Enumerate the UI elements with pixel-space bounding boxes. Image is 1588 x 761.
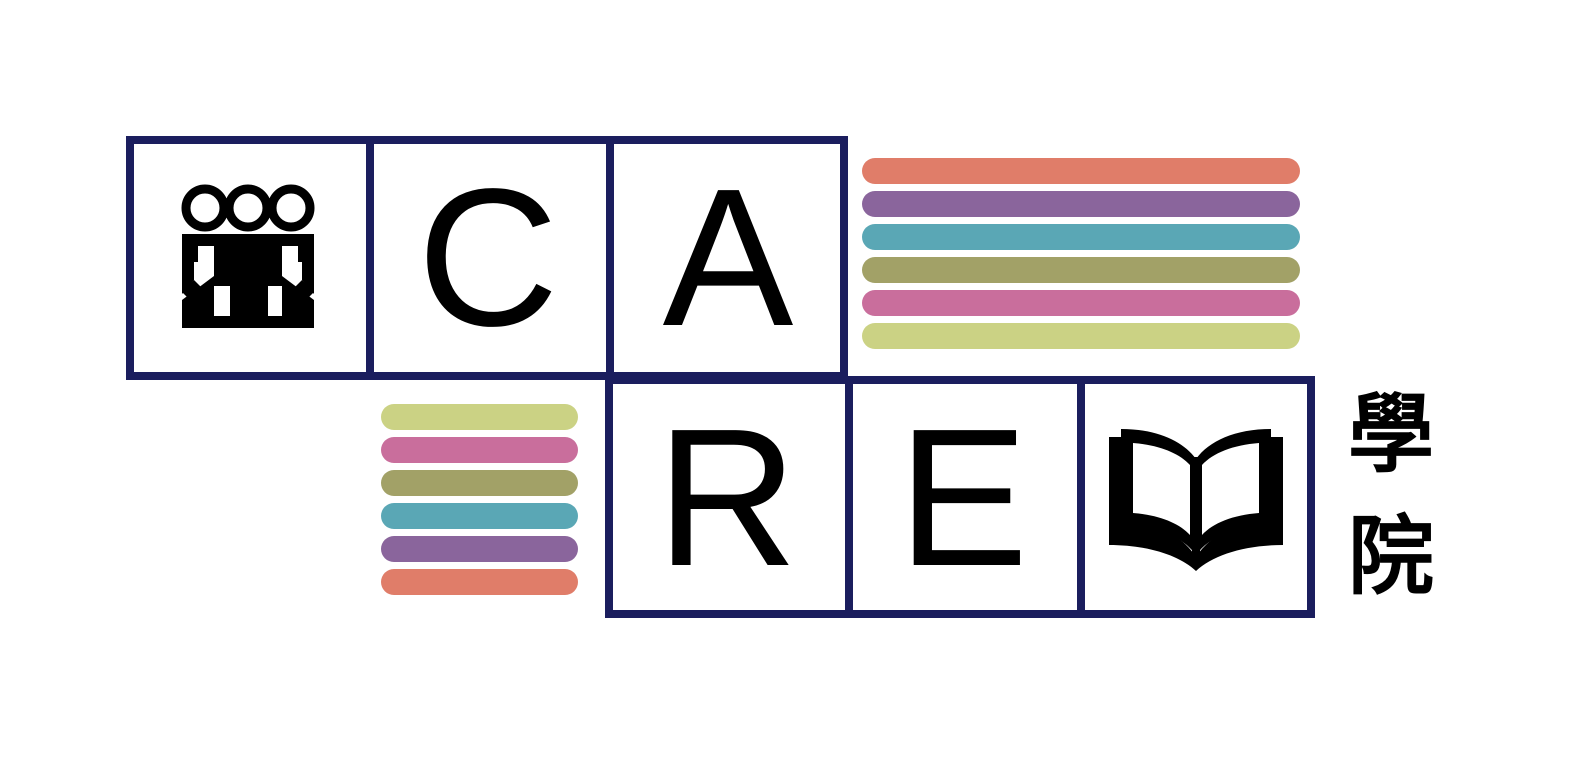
logo-bar-group-top-right [862, 158, 1300, 349]
color-bar [381, 404, 578, 430]
logo-bottom-divider-1 [845, 376, 853, 618]
logo-cell-e: E [847, 378, 1079, 618]
color-bar [862, 158, 1300, 184]
logo-cell-c: C [368, 138, 608, 378]
color-bar [862, 257, 1300, 283]
color-bar [381, 536, 578, 562]
logo-letter-c: C [417, 148, 559, 367]
logo-letter-e: E [897, 388, 1029, 607]
color-bar [862, 290, 1300, 316]
color-bar [862, 191, 1300, 217]
color-bar [381, 437, 578, 463]
logo-cjk-wordmark: 學 院 [1348, 392, 1458, 612]
color-bar [862, 323, 1300, 349]
logo-bar-group-bottom-left [381, 404, 578, 595]
color-bar [381, 569, 578, 595]
logo-cell-r: R [607, 378, 847, 618]
logo-letter-a: A [662, 148, 794, 367]
three-people-icon [178, 184, 318, 332]
logo-cell-a: A [608, 138, 848, 378]
logo-cell-people [128, 138, 368, 378]
logo-top-divider-2 [606, 136, 614, 380]
logo-bottom-divider-2 [1077, 376, 1085, 618]
logo-letter-r: R [656, 388, 798, 607]
logo-top-divider-1 [366, 136, 374, 380]
logo-cell-book [1079, 378, 1313, 618]
cjk-char-yuan: 院 [1348, 507, 1434, 607]
color-bar [381, 470, 578, 496]
color-bar [381, 503, 578, 529]
color-bar [862, 224, 1300, 250]
cjk-char-xue: 學 [1348, 385, 1434, 485]
open-book-icon [1107, 423, 1285, 573]
